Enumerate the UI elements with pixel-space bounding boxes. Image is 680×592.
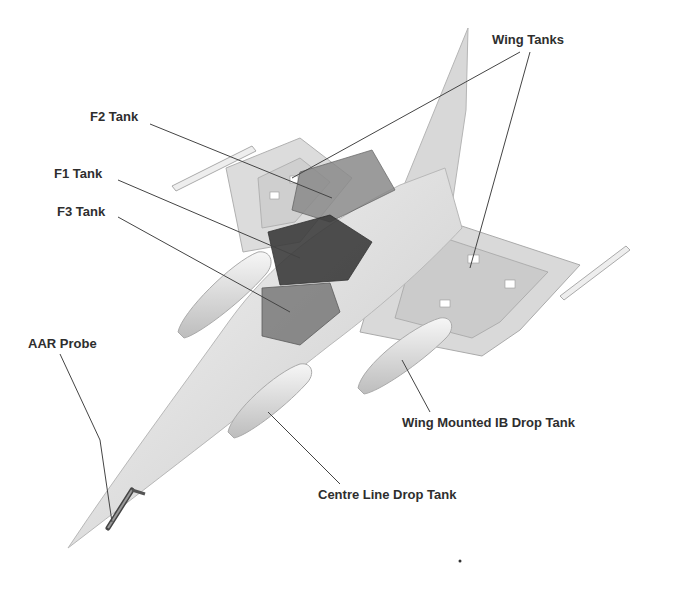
part-label: Wing Mounted IB Drop Tank <box>400 415 577 431</box>
speck <box>459 560 462 563</box>
centre-line-drop-tank <box>228 364 312 438</box>
part-label: F2 Tank <box>88 109 140 125</box>
f1-tank <box>268 215 372 285</box>
wing-access-panel <box>505 280 515 288</box>
f2-tank <box>292 150 395 222</box>
wing-access-panel <box>440 300 450 307</box>
wing-access-panel <box>270 192 279 199</box>
part-label: AAR Probe <box>26 336 99 352</box>
aar-probe <box>108 490 145 528</box>
left-drop-tank <box>178 252 271 338</box>
part-label: F1 Tank <box>52 166 104 182</box>
wing-drop-tank <box>358 318 452 394</box>
part-label: Centre Line Drop Tank <box>316 487 458 503</box>
fuselage <box>68 168 462 548</box>
leader-line <box>60 52 530 522</box>
f3-tank <box>262 283 340 345</box>
part-label: F3 Tank <box>55 204 107 220</box>
part-label: Wing Tanks <box>490 32 566 48</box>
